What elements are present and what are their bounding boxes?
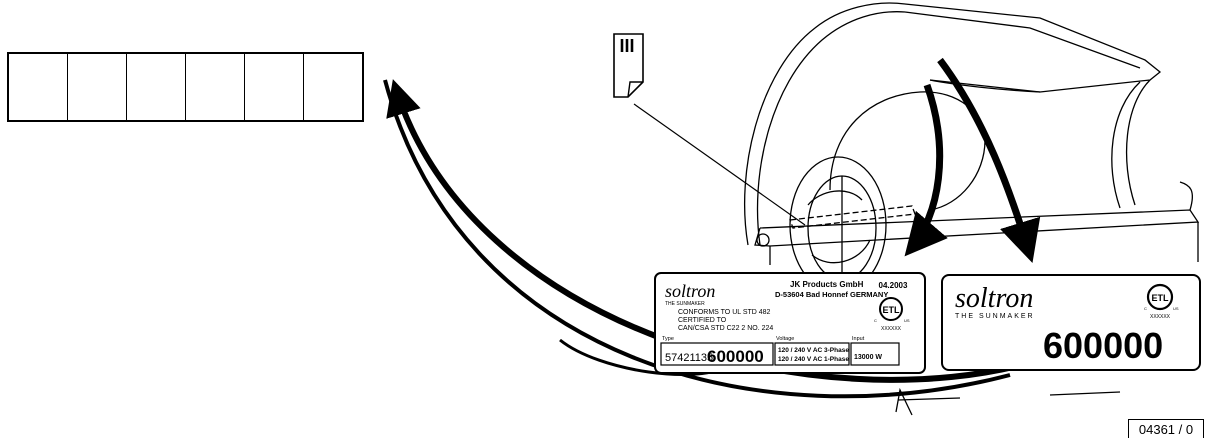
number-box <box>127 54 186 120</box>
large-brand: soltron <box>955 283 1033 314</box>
small-conforms-2: CERTIFIED TO <box>678 317 727 324</box>
number-box <box>245 54 304 120</box>
small-company: JK Products GmbH <box>790 280 864 289</box>
small-voltage-label: Voltage <box>776 336 794 342</box>
arrow-to-small-label <box>904 83 948 257</box>
tanning-bed-drawing <box>743 2 1200 416</box>
small-cert-mark: ETL <box>883 305 901 315</box>
small-conforms-1: CONFORMS TO UL STD 482 <box>678 309 771 316</box>
large-number: 600000 <box>1043 325 1163 366</box>
long-arrow-from-small-label <box>383 79 1011 399</box>
marker-pointer-line <box>633 103 806 226</box>
small-cert-c: C <box>874 318 877 323</box>
rating-label-large: soltron THE SUNMAKER 600000 ETL C US XXX… <box>941 274 1201 371</box>
marker-label: III <box>619 36 634 56</box>
small-conforms-3: CAN/CSA STD C22 2 NO. 224 <box>678 325 773 332</box>
small-input-label: Input <box>852 336 865 342</box>
small-type-prefix: 57421135 <box>665 352 713 364</box>
small-type-label: Type <box>662 336 674 342</box>
number-box <box>9 54 68 120</box>
number-box <box>68 54 127 120</box>
large-cert-icon <box>1146 283 1174 311</box>
document-marker-icon: III <box>613 33 644 98</box>
large-cert-c: C <box>1144 306 1147 311</box>
small-type-number: 600000 <box>707 347 764 366</box>
large-cert-us: US <box>1173 306 1179 311</box>
small-address: D-53604 Bad Honnef GERMANY <box>775 290 888 299</box>
number-boxes <box>7 52 364 122</box>
small-date: 04.2003 <box>879 281 908 290</box>
large-cert-mark: ETL <box>1152 293 1170 303</box>
small-voltage-2: 120 / 240 V AC 1-Phase <box>778 356 849 363</box>
reference-number: 04361 / 0 <box>1128 419 1204 438</box>
small-cert-code: XXXXXX <box>881 326 902 332</box>
rating-label-small: soltron THE SUNMAKER JK Products GmbH D-… <box>654 272 926 374</box>
arrow-to-large-label <box>937 57 1041 264</box>
small-voltage-1: 120 / 240 V AC 3-Phase <box>778 347 849 354</box>
small-cert-us: US <box>904 318 910 323</box>
small-input-value: 13000 W <box>854 354 882 361</box>
number-box <box>186 54 245 120</box>
large-tagline: THE SUNMAKER <box>955 313 1035 320</box>
small-tagline: THE SUNMAKER <box>665 301 705 307</box>
large-cert-code: XXXXXX <box>1150 314 1171 320</box>
small-cert-icon <box>879 297 903 321</box>
small-brand: soltron <box>665 281 715 301</box>
